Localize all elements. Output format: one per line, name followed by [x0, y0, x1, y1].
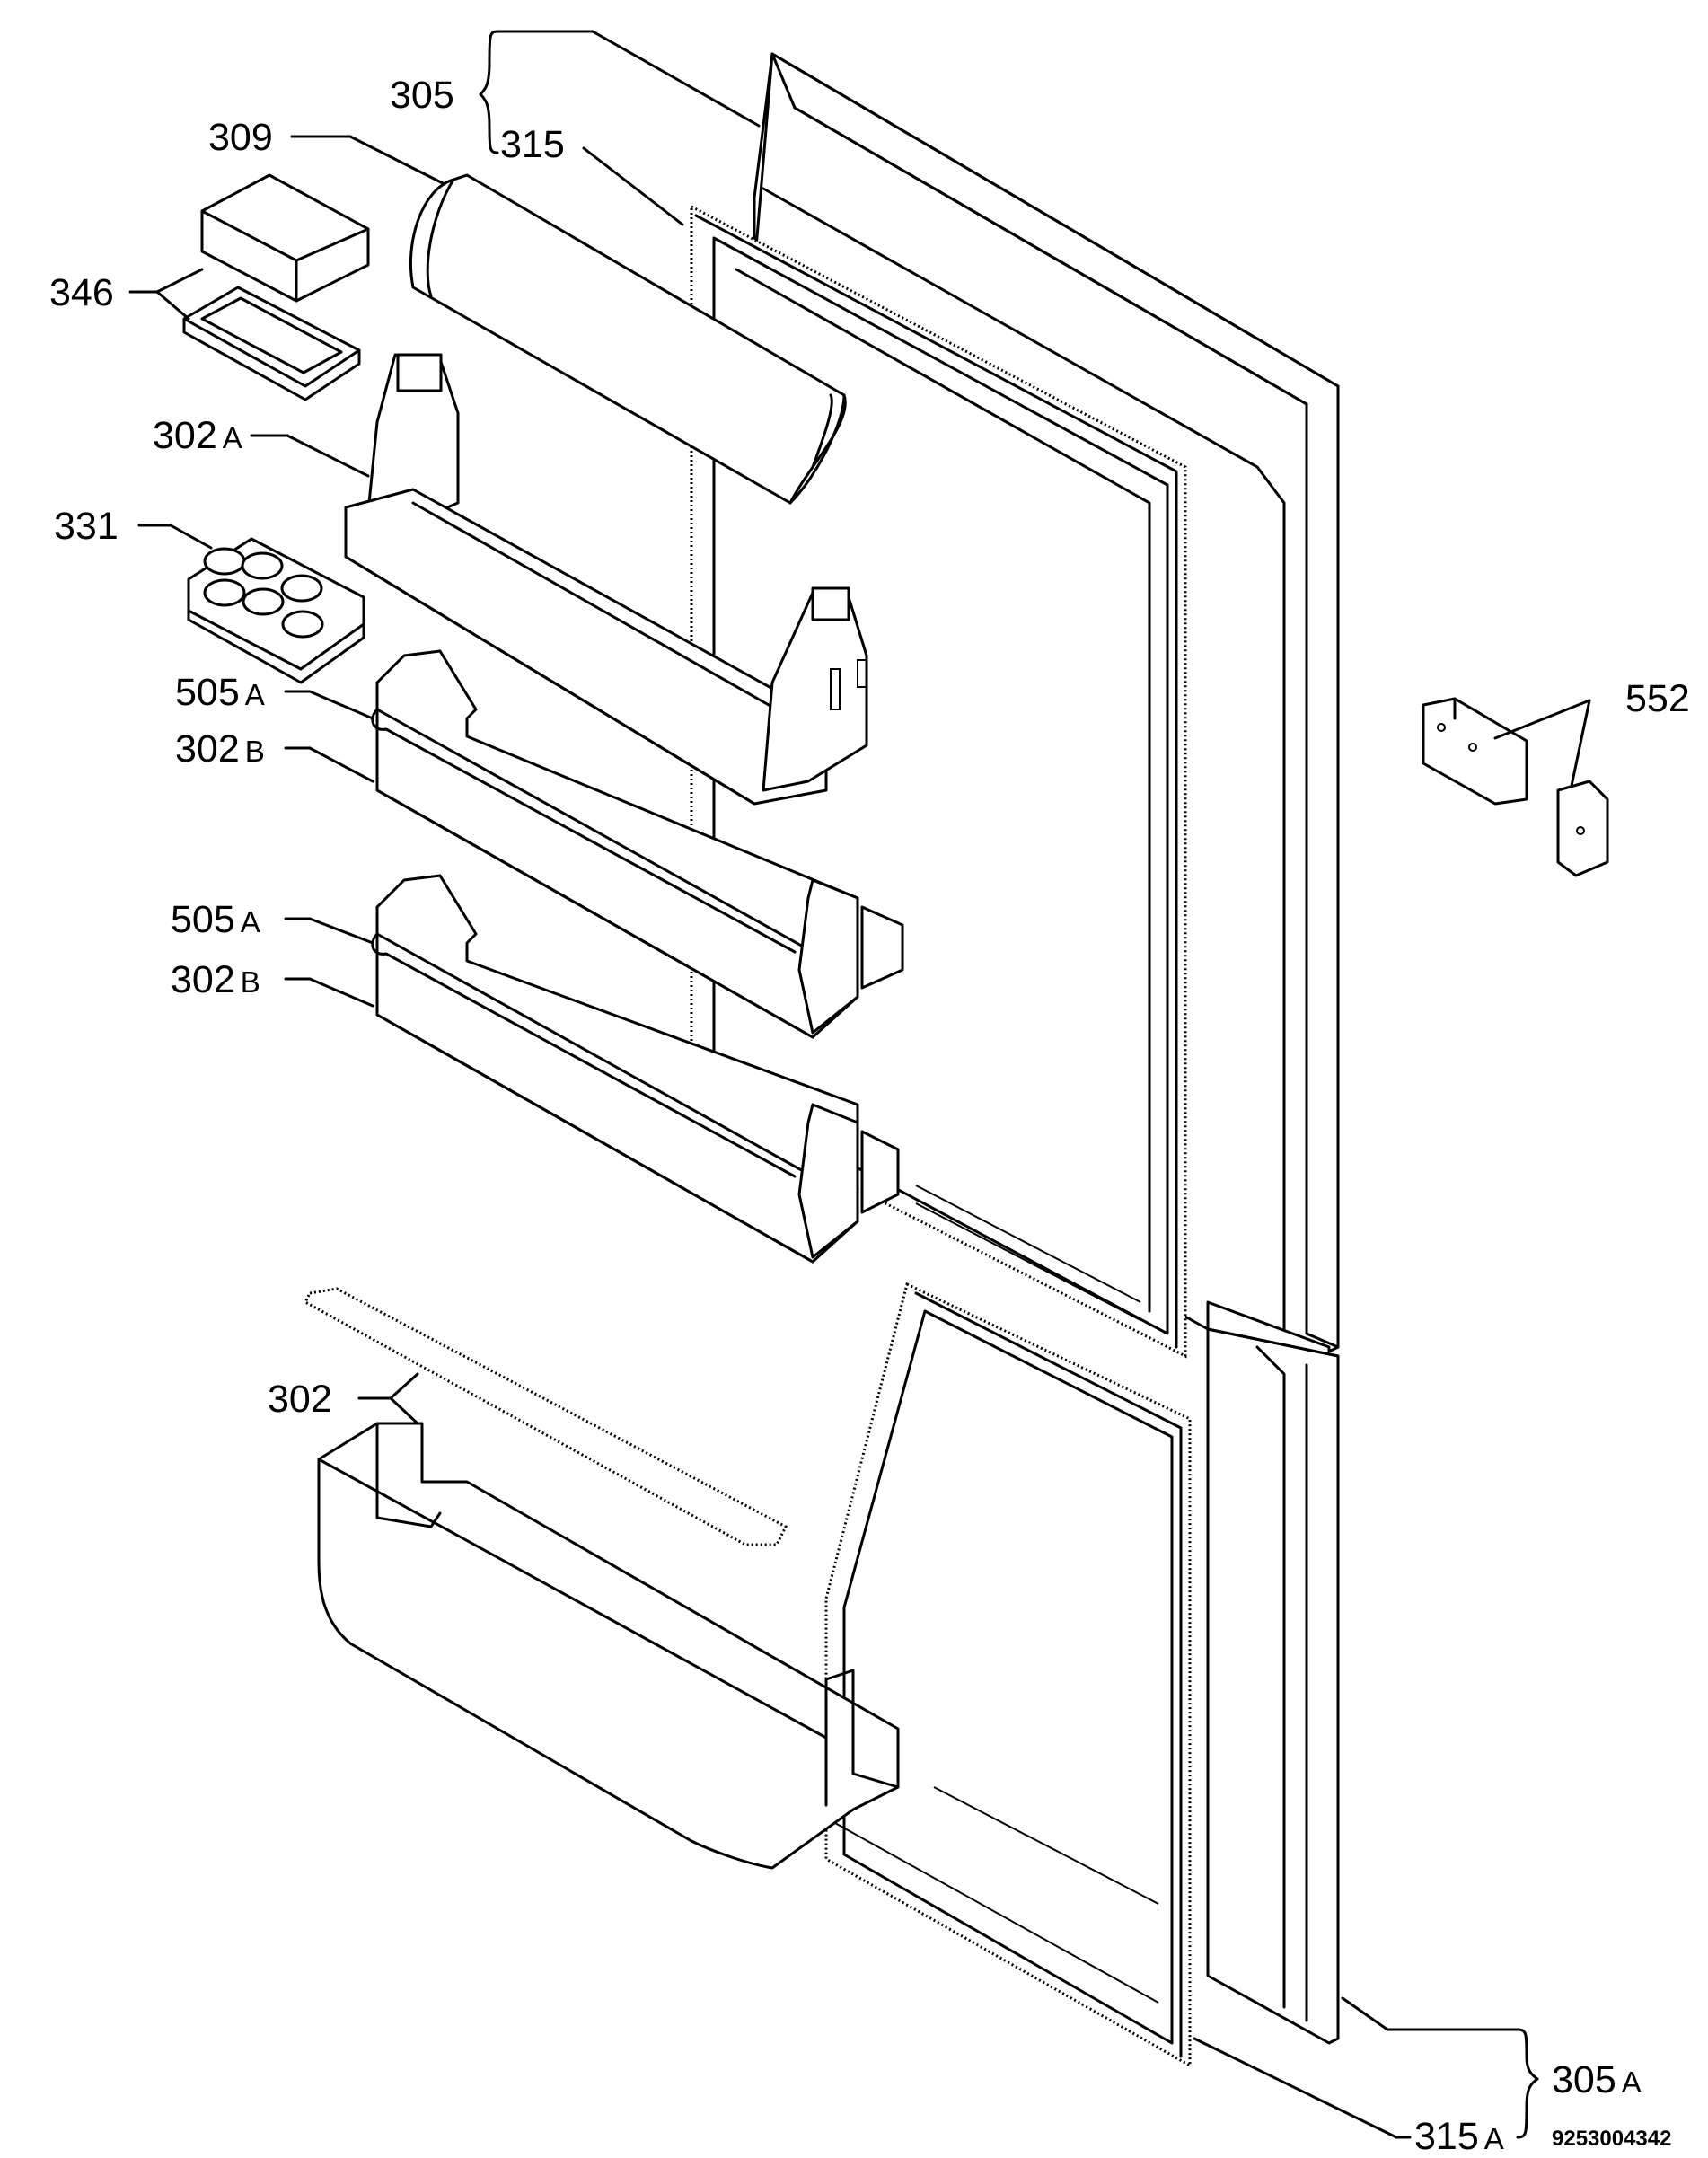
label-suffix: A: [1621, 2066, 1642, 2099]
label-number: 305: [390, 74, 454, 117]
label-302: 302: [268, 1380, 332, 1419]
bottle-rack: [304, 1287, 788, 1546]
label-suffix: A: [244, 678, 265, 711]
butter-box: [182, 173, 370, 401]
lower-door-gasket: [824, 1282, 1192, 2068]
label-number: 331: [54, 505, 119, 548]
label-552: 552: [1625, 680, 1690, 718]
label-number: 302: [153, 414, 217, 457]
label-number: 302: [171, 958, 235, 1001]
label-suffix: A: [1483, 2122, 1504, 2155]
upper-door-gasket: [690, 204, 1187, 1359]
label-346: 346: [49, 274, 114, 313]
label-number: 505: [171, 898, 235, 941]
label-suffix: B: [240, 965, 260, 999]
hinge-plates: [1422, 697, 1609, 877]
label-number: 302: [268, 1378, 332, 1421]
label-305: 305: [390, 76, 454, 115]
label-suffix: A: [222, 421, 242, 454]
drawing-code: 9253004342: [1552, 2127, 1672, 2151]
door-bottle-shelf-2: [371, 874, 900, 1264]
label-331: 331: [54, 507, 119, 546]
label-309: 309: [208, 119, 273, 157]
label-number: 346: [49, 271, 114, 314]
label-suffix: B: [244, 735, 265, 768]
dairy-compartment-cover: [409, 173, 847, 505]
label-number: 309: [208, 116, 273, 159]
label-number: 302: [175, 727, 240, 771]
door-shelf-302a: [344, 353, 868, 806]
label-number: 315: [1414, 2115, 1479, 2158]
label-number: 315: [500, 123, 565, 166]
egg-tray: [187, 537, 365, 684]
lower-door-panel: [1206, 1327, 1340, 2045]
label-number: 552: [1625, 677, 1690, 720]
label-number: 505: [175, 671, 240, 714]
label-suffix: A: [240, 905, 260, 938]
leader-lines: [128, 30, 1591, 2139]
label-315: 315: [500, 126, 565, 164]
lower-door-bin: [317, 1422, 900, 1870]
label-number: 305: [1552, 2058, 1616, 2101]
door-bottle-shelf-1: [371, 649, 904, 1039]
